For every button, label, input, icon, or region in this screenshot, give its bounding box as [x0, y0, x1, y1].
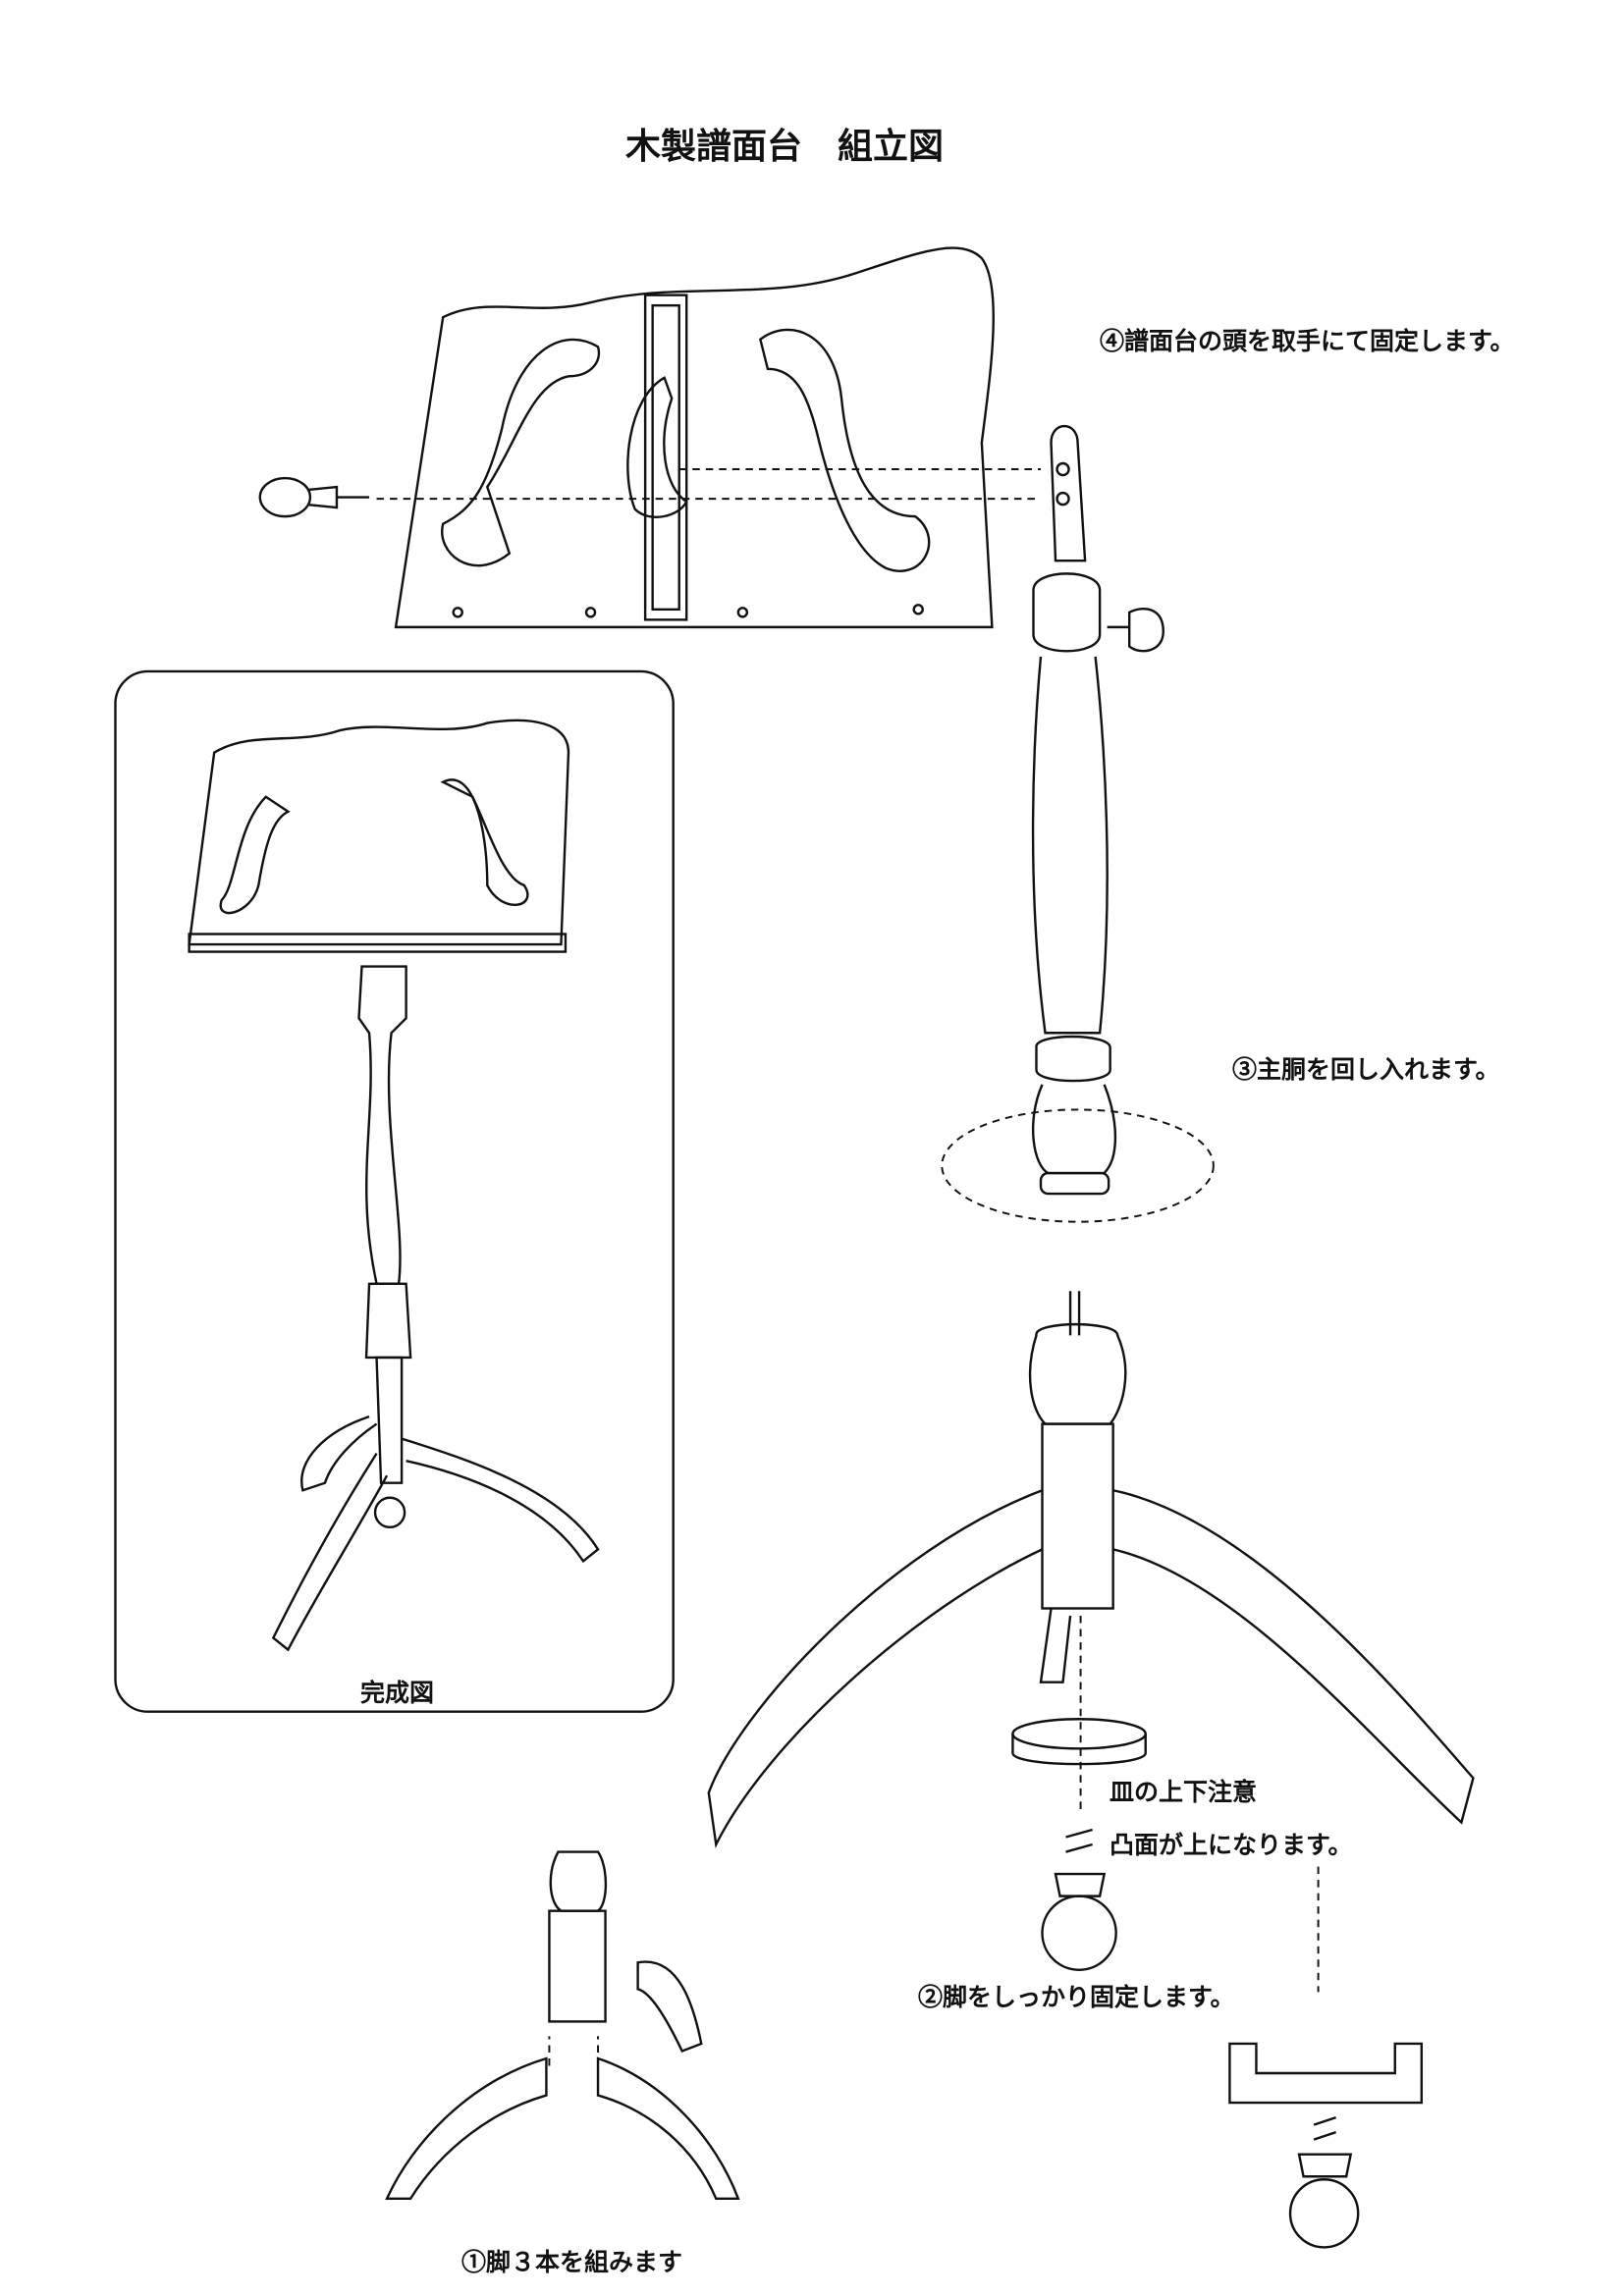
plate-note-line1: 皿の上下注意: [1110, 1778, 1258, 1806]
step2-text: ②脚をしっかり固定します。: [918, 1983, 1235, 2011]
completed-stand: [188, 719, 600, 1652]
knob-icon: [258, 476, 370, 518]
base-assembly: [707, 1291, 1475, 2249]
step3-text: ③主胴を回し入れます。: [1232, 1055, 1500, 1084]
page-title: 木製譜面台 組立図: [625, 126, 945, 167]
completed-figure-frame: [114, 669, 675, 1713]
screw-holes: [452, 604, 924, 618]
desk-head: [394, 246, 995, 629]
step1-text: ①脚３本を組みます: [461, 2248, 683, 2276]
completed-label: 完成図: [360, 1679, 435, 1707]
leg-assembly: [385, 1850, 740, 2200]
step4-text: ④譜面台の頭を取手にて固定します。: [1100, 327, 1515, 355]
main-shaft: [1031, 425, 1164, 1196]
plate-note-line2: 凸面が上になります。: [1110, 1831, 1353, 1859]
